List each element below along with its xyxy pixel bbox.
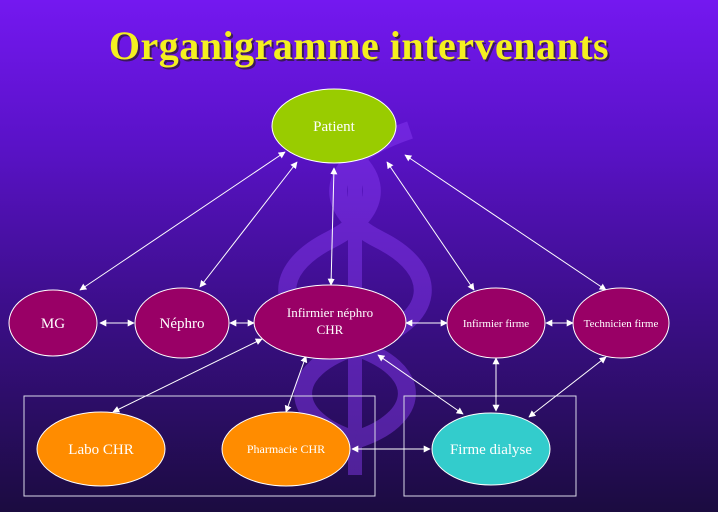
slide-title: Organigramme intervenants [108, 23, 610, 68]
connector-infirmiernephro-firmedialyse [377, 354, 464, 415]
node-mg-label: MG [41, 316, 65, 332]
node-nephro-label: Néphro [160, 316, 205, 332]
node-infirmier-firme-label: Infirmier firme [463, 318, 529, 330]
node-infirmier-nephro-label-2: CHR [317, 322, 344, 337]
node-nephro: Néphro [134, 287, 230, 359]
node-firme-dialyse-label: Firme dialyse [450, 442, 532, 458]
connector-mg-patient [79, 151, 286, 291]
node-infirmier-nephro: Infirmier néphro CHR [253, 284, 407, 360]
node-labo-chr-label: Labo CHR [68, 442, 133, 458]
node-firme-dialyse: Firme dialyse [431, 412, 551, 486]
node-pharmacie-chr: Pharmacie CHR [221, 411, 351, 487]
connector-infirmierfirme-patient [386, 161, 475, 291]
node-infirmier-firme: Infirmier firme [446, 287, 546, 359]
node-technicien-firme: Technicien firme [572, 287, 670, 359]
connector-infirmiernephro-pharmacie [284, 355, 308, 413]
node-labo-chr: Labo CHR [36, 411, 166, 487]
node-pharmacie-chr-label: Pharmacie CHR [247, 442, 325, 456]
node-patient-label: Patient [313, 119, 355, 135]
connector-nephro-patient [199, 161, 298, 288]
connector-infirmiernephro-labo [112, 338, 263, 413]
connector-technicien-patient [404, 154, 607, 291]
node-mg: MG [8, 289, 98, 357]
node-technicien-firme-label: Technicien firme [584, 318, 659, 330]
connector-infirmiernephro-patient [327, 167, 338, 286]
node-infirmier-nephro-label-1: Infirmier néphro [287, 305, 373, 320]
connector-technicien-firmedialyse [528, 356, 607, 418]
node-patient: Patient [271, 88, 397, 164]
connectors [79, 151, 607, 453]
